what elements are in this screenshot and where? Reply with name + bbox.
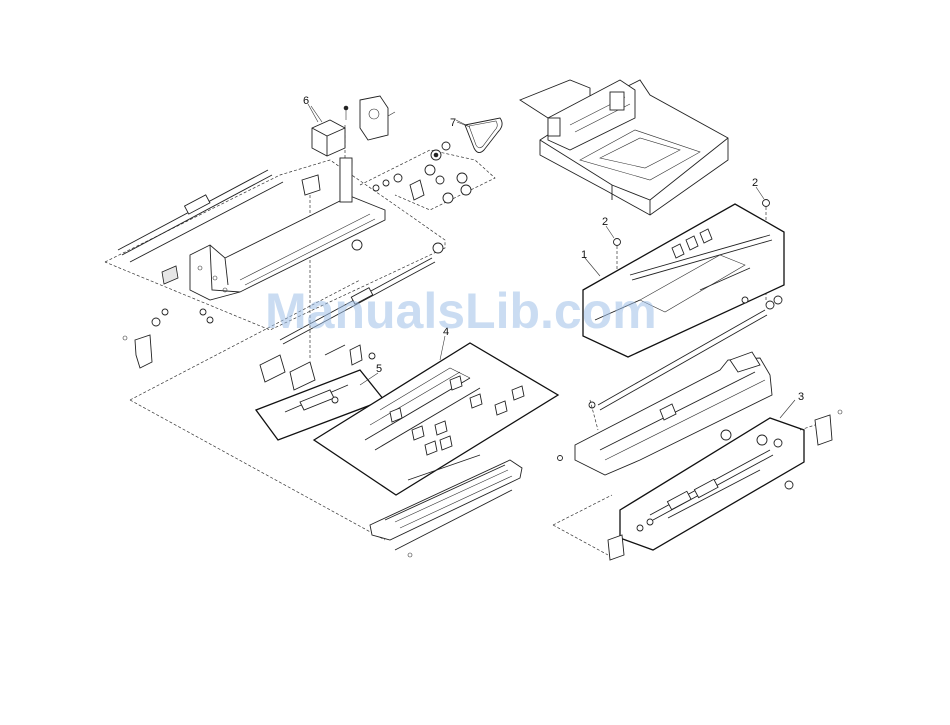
watermark: ManualsLib.com	[265, 283, 657, 339]
callout-5: 5	[376, 363, 382, 375]
drive-belt	[456, 118, 502, 153]
main-frame	[190, 158, 385, 300]
gear-cluster	[360, 142, 495, 210]
callout-2a: 2	[602, 216, 608, 228]
callout-7: 7	[450, 117, 456, 129]
mounting-bracket-top	[360, 96, 395, 140]
feed-shaft-upper	[118, 170, 272, 255]
callout-2b: 2	[752, 177, 758, 189]
callout-1: 1	[581, 249, 587, 261]
callout-6: 6	[303, 95, 309, 107]
side-plate-left	[123, 309, 213, 368]
document-feeder-unit	[520, 80, 728, 215]
cube-component	[312, 120, 345, 156]
screw	[344, 106, 348, 120]
callout-3: 3	[798, 391, 804, 403]
